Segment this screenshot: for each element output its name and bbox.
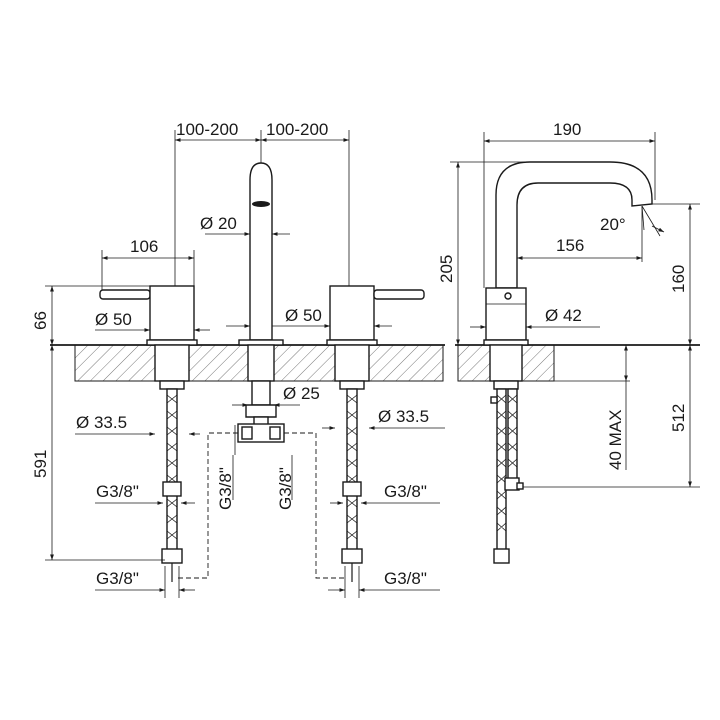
dim-spout-projection: 190 — [553, 120, 581, 139]
right-hose — [341, 388, 363, 582]
dim-shank-diameter-left: Ø 33.5 — [76, 413, 127, 432]
dim-spacing-left: 100-200 — [176, 120, 238, 139]
spout-side — [483, 161, 653, 390]
dim-outlet-height: 160 — [669, 265, 688, 293]
thread-tee-right: G3/8" — [276, 467, 295, 510]
dim-spout-shank-diameter: Ø 25 — [283, 384, 320, 403]
dim-spout-angle: 20° — [600, 215, 626, 234]
dim-max-thickness: 40 MAX — [606, 410, 625, 470]
side-hoses — [490, 388, 524, 564]
thread-left-mid: G3/8" — [96, 482, 139, 501]
dim-side-depth: 512 — [669, 404, 688, 432]
dim-total-depth: 591 — [31, 450, 50, 478]
dim-body-diameter-right: Ø 50 — [285, 306, 322, 325]
dim-lever-reach: 106 — [130, 237, 158, 256]
dim-spout-height: 205 — [437, 255, 456, 283]
supply-dashed-right — [284, 432, 346, 579]
dim-body-diameter-left: Ø 50 — [95, 310, 132, 329]
dim-spout-diameter: Ø 20 — [200, 214, 237, 233]
dim-spacing-right: 100-200 — [266, 120, 328, 139]
left-valve — [99, 285, 198, 390]
dim-spout-reach: 156 — [556, 236, 584, 255]
thread-right-bottom: G3/8" — [384, 569, 427, 588]
dim-shank-diameter-right: Ø 33.5 — [378, 407, 429, 426]
spout-front — [237, 162, 285, 443]
left-hose — [161, 388, 183, 582]
thread-left-bottom: G3/8" — [96, 569, 139, 588]
thread-tee-left: G3/8" — [216, 467, 235, 510]
thread-right-mid: G3/8" — [384, 482, 427, 501]
dim-height-66: 66 — [31, 311, 50, 330]
right-valve — [326, 285, 425, 390]
dim-side-body-diameter: Ø 42 — [545, 306, 582, 325]
